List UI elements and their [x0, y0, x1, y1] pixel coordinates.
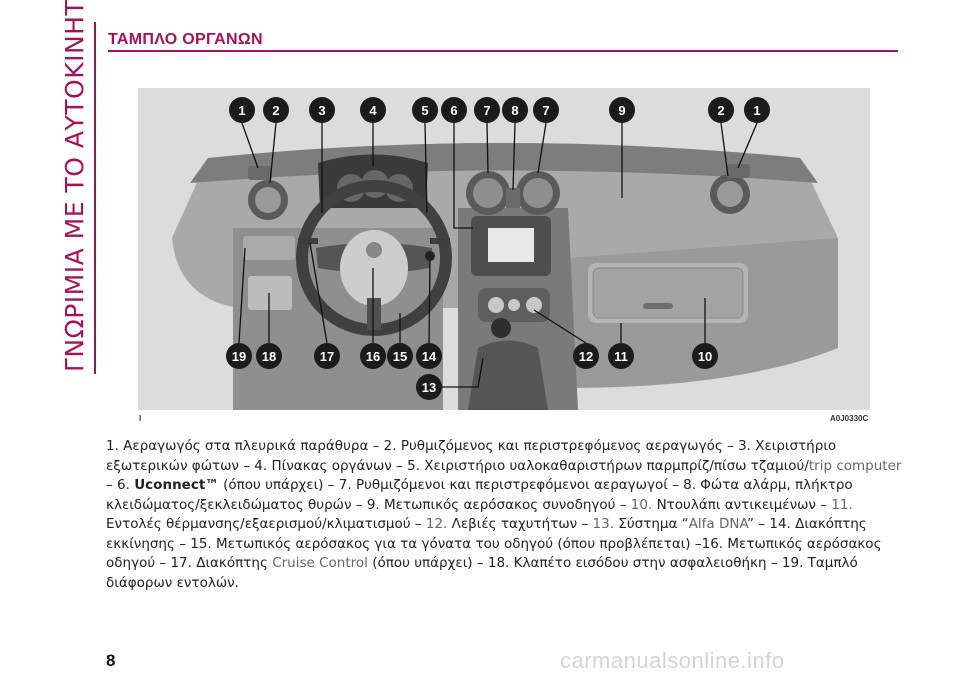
callout-5: 5 [412, 97, 438, 123]
caption-num-11: 11. [831, 496, 853, 513]
watermark: carmanualsonline.info [560, 648, 785, 673]
svg-text:17: 17 [320, 349, 334, 364]
callout-2-right: 2 [708, 97, 734, 123]
svg-text:7: 7 [542, 103, 549, 118]
caption-uconnect: Uconnect™ [134, 477, 219, 493]
section-side-title-text: ΓΝΩΡΙΜΙΑ ΜΕ ΤΟ ΑΥΤΟΚΙΝΗΤΟ [60, 0, 89, 372]
dashboard-figure: 1 2 3 4 5 6 7 8 7 9 2 1 19 18 17 16 15 1… [138, 88, 870, 410]
svg-text:12: 12 [579, 349, 593, 364]
caption-text-1: 1. Αεραγωγός στα πλευρικά παράθυρα – 2. … [106, 438, 837, 474]
callout-7-left: 7 [474, 97, 500, 123]
side-divider [94, 22, 96, 374]
caption-text-3: (όπου υπάρχει) – 7. Ρυθμιζόμενοι και περ… [106, 477, 853, 513]
caption-text-9: (όπου υπάρχει) – 18. Κλαπέτο εισόδου στη… [106, 555, 858, 591]
callout-1-left: 1 [229, 97, 255, 123]
svg-text:13: 13 [422, 380, 436, 395]
svg-text:2: 2 [717, 103, 724, 118]
svg-text:9: 9 [618, 103, 625, 118]
caption-cruise-control: Cruise Control [272, 555, 368, 571]
svg-text:10: 10 [698, 349, 712, 364]
svg-text:16: 16 [366, 349, 380, 364]
caption-alfa-dna: Alfa DNA [688, 516, 748, 532]
callout-14: 14 [416, 343, 442, 369]
caption-text-8: ” – 14. Διακόπτης εκκίνησης – 15. Μετωπι… [106, 516, 882, 571]
caption-trip-computer: trip computer [808, 457, 902, 474]
page-title: ΤΑΜΠΛΟ ΟΡΓΑΝΩΝ [108, 31, 263, 48]
callout-11: 11 [608, 343, 634, 369]
callout-8: 8 [502, 97, 528, 123]
svg-text:15: 15 [393, 349, 407, 364]
svg-text:5: 5 [421, 103, 428, 118]
callout-4: 4 [360, 97, 386, 123]
callout-leaders [238, 122, 758, 388]
callout-12: 12 [573, 343, 599, 369]
svg-text:7: 7 [483, 103, 490, 118]
caption-text-6: Λεβιές ταχυτήτων – [447, 516, 593, 532]
figure-code: A0J0330C [830, 414, 869, 423]
callout-17: 17 [314, 343, 340, 369]
caption-num-12: 12. [425, 516, 448, 532]
callout-9: 9 [609, 97, 635, 123]
callout-10: 10 [692, 343, 718, 369]
title-divider [108, 50, 898, 52]
svg-text:18: 18 [262, 349, 276, 364]
svg-text:19: 19 [232, 349, 246, 364]
callout-15: 15 [387, 343, 413, 369]
figure-callouts: 1 2 3 4 5 6 7 8 7 9 2 1 19 18 17 16 15 1… [226, 97, 770, 400]
figure-caption: 1. Αεραγωγός στα πλευρικά παράθυρα – 2. … [106, 437, 902, 593]
callout-13: 13 [416, 374, 442, 400]
callout-1-right: 1 [744, 97, 770, 123]
callout-16: 16 [360, 343, 386, 369]
figure-corner-mark: I [139, 414, 142, 423]
section-side-title: ΓΝΩΡΙΜΙΑ ΜΕ ΤΟ ΑΥΤΟΚΙΝΗΤΟ [52, 0, 92, 372]
caption-text-4: Ντουλάπι αντικειμένων – [652, 496, 832, 513]
callout-7-right: 7 [533, 97, 559, 123]
callout-2-left: 2 [263, 97, 289, 123]
svg-text:1: 1 [753, 103, 760, 118]
svg-text:11: 11 [614, 349, 628, 364]
caption-num-13: 13. [592, 516, 614, 532]
callout-6: 6 [441, 97, 467, 123]
caption-text-7: Σύστημα “ [614, 516, 689, 532]
caption-num-10: 10. [630, 496, 653, 513]
svg-text:4: 4 [369, 103, 377, 118]
caption-text-5: Εντολές θέρμανσης/εξαερισμού/κλιματισμού… [106, 516, 426, 532]
dashboard-illustration: 1 2 3 4 5 6 7 8 7 9 2 1 19 18 17 16 15 1… [138, 88, 870, 410]
caption-text-2: – 6. [106, 477, 135, 493]
svg-text:6: 6 [450, 103, 457, 118]
callout-18: 18 [256, 343, 282, 369]
svg-text:14: 14 [422, 349, 437, 364]
callout-19: 19 [226, 343, 252, 369]
page-number: 8 [106, 651, 116, 670]
callout-3: 3 [309, 97, 335, 123]
svg-text:2: 2 [272, 103, 279, 118]
svg-text:3: 3 [318, 103, 325, 118]
svg-text:8: 8 [511, 103, 518, 118]
svg-text:1: 1 [238, 103, 245, 118]
